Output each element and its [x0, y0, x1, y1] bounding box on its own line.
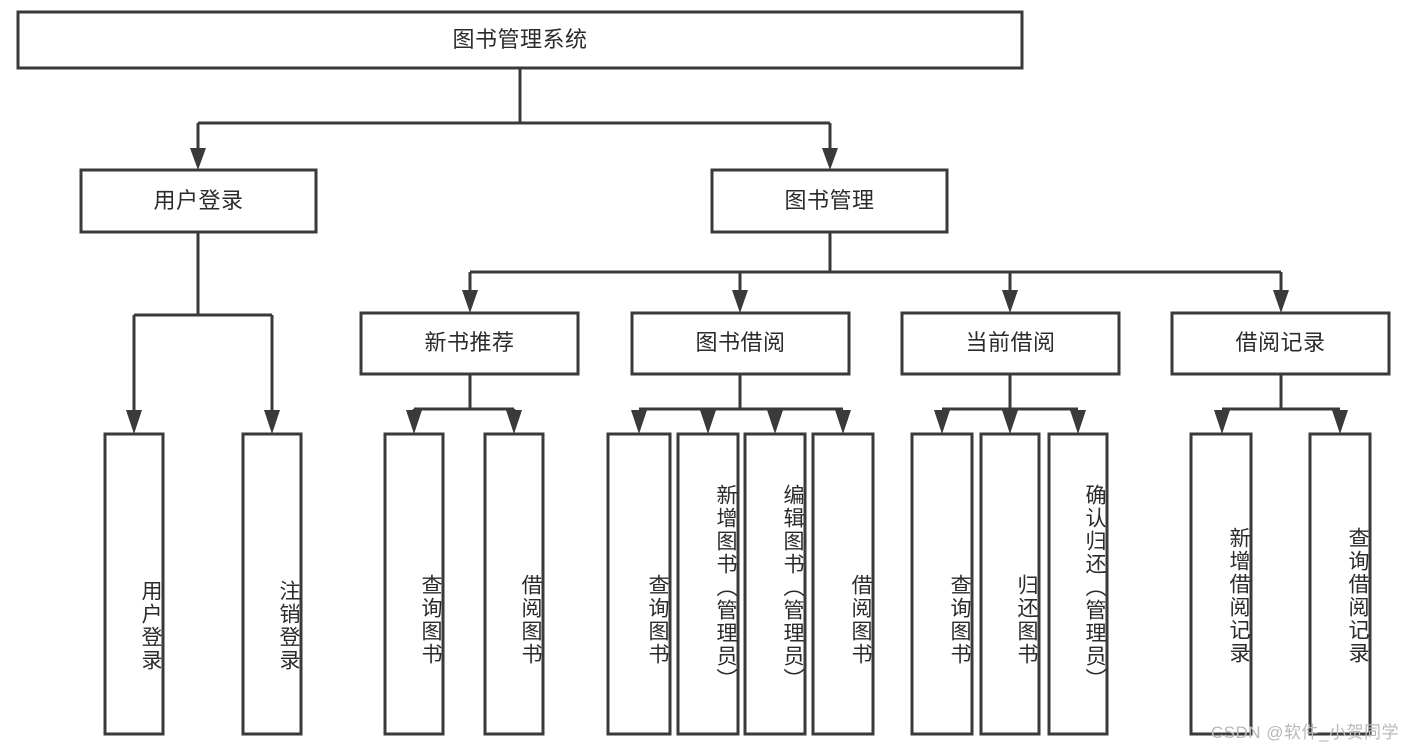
node-box-leaf-user-login[interactable]	[103, 432, 165, 736]
node-box-borrow-record[interactable]	[1170, 311, 1391, 376]
node-box-leaf-add-record[interactable]	[1189, 432, 1253, 736]
arrow-head-icon	[1214, 410, 1230, 434]
node-box-current-borrow[interactable]	[900, 311, 1121, 376]
node-box-leaf-user-logout[interactable]	[241, 432, 303, 736]
arrow-head-icon	[1002, 410, 1018, 434]
arrow-head-icon	[406, 410, 422, 434]
node-box-leaf-query-record[interactable]	[1308, 432, 1372, 736]
arrow-head-icon	[767, 410, 783, 434]
arrow-head-icon	[934, 410, 950, 434]
connector-group-user-login	[126, 232, 280, 434]
connector-group-current-borrow	[934, 374, 1086, 434]
arrow-head-icon	[190, 148, 206, 170]
node-box-leaf-add-book[interactable]	[676, 432, 740, 736]
arrow-head-icon	[732, 290, 748, 313]
node-box-leaf-borrow-book-2[interactable]	[811, 432, 875, 736]
watermark-text: CSDN @软件_小贺同学	[1210, 723, 1399, 742]
node-box-leaf-return-book[interactable]	[979, 432, 1041, 736]
connector-group-book-management	[462, 232, 1289, 313]
node-box-leaf-borrow-book-1[interactable]	[483, 432, 545, 736]
node-box-leaf-confirm-return[interactable]	[1047, 432, 1109, 736]
connector-group-new-book-recommend	[406, 374, 522, 434]
node-box-leaf-query-book-3[interactable]	[910, 432, 974, 736]
arrow-head-icon	[1332, 410, 1348, 434]
arrow-head-icon	[1070, 410, 1086, 434]
arrow-head-icon	[462, 290, 478, 313]
arrow-head-icon	[126, 410, 142, 434]
node-box-new-book-recommend[interactable]	[359, 311, 580, 376]
arrow-head-icon	[506, 410, 522, 434]
arrow-head-icon	[700, 410, 716, 434]
node-box-leaf-query-book-1[interactable]	[383, 432, 445, 736]
arrow-head-icon	[1273, 290, 1289, 313]
node-box-book-borrow[interactable]	[630, 311, 851, 376]
arrow-head-icon	[631, 410, 647, 434]
connector-group-book-borrow	[631, 374, 851, 434]
connector-group-root	[190, 68, 838, 170]
arrow-head-icon	[822, 148, 838, 170]
node-box-user-login[interactable]	[79, 168, 318, 234]
connector-group-borrow-record	[1214, 374, 1348, 434]
arrow-head-icon	[835, 410, 851, 434]
node-box-leaf-edit-book[interactable]	[743, 432, 807, 736]
arrow-head-icon	[264, 410, 280, 434]
arrow-head-icon	[1002, 290, 1018, 313]
node-box-leaf-query-book-2[interactable]	[606, 432, 672, 736]
node-box-root[interactable]	[16, 10, 1024, 70]
node-box-book-management[interactable]	[710, 168, 949, 234]
